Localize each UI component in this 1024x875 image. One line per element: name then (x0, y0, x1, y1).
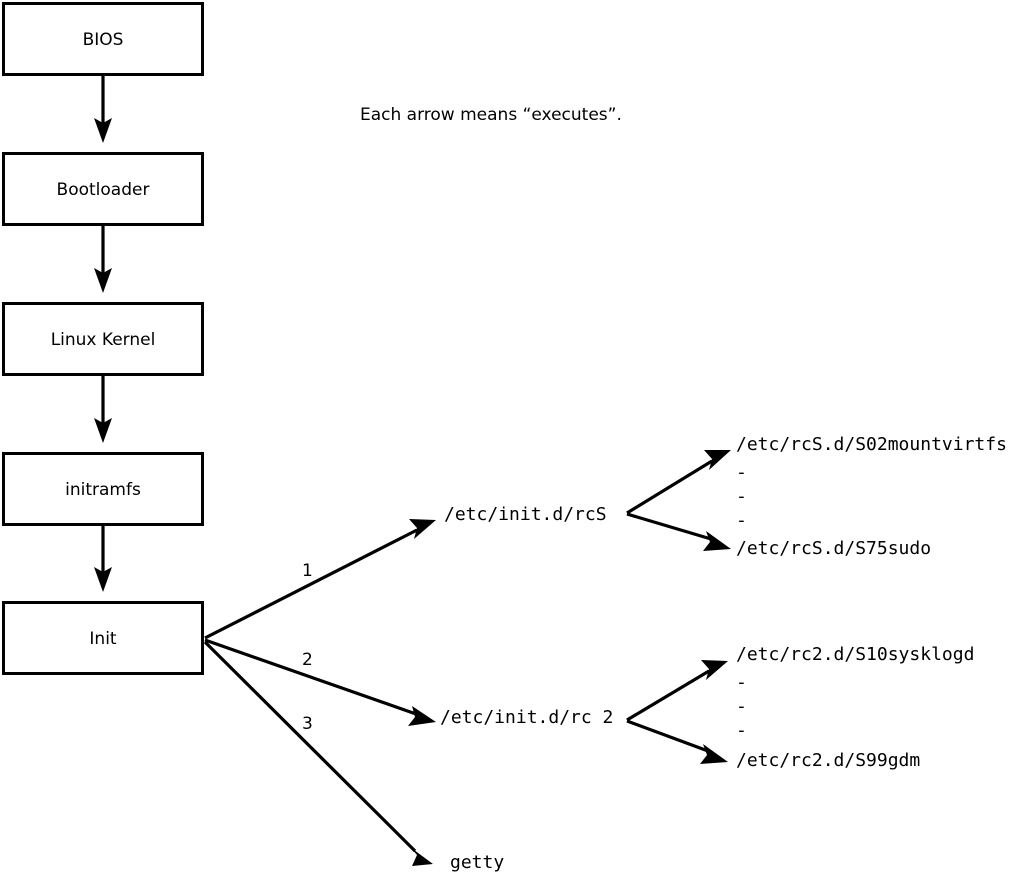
node-bootloader-rect[interactable] (2, 152, 204, 226)
edge-kernel-to-initramfs (94, 376, 112, 443)
edge-rc2-to-first-script (626, 660, 728, 722)
arrow-head-icon (410, 847, 433, 866)
node-rcs-last-script[interactable]: /etc/rcS.d/S75sudo (736, 538, 931, 559)
node-bios-rect[interactable] (2, 2, 204, 76)
node-getty-label[interactable]: getty (450, 852, 504, 873)
node-init-d-rcs-label[interactable]: /etc/init.d/rcS (444, 504, 607, 525)
arrow-head-icon (703, 531, 731, 551)
node-linux-kernel[interactable]: Linux Kernel (2, 302, 204, 376)
arrow-head-icon (94, 118, 112, 143)
edge-initramfs-to-init (94, 526, 112, 592)
node-rcs-first-script[interactable]: /etc/rcS.d/S02mountvirtfs (736, 434, 1007, 455)
rc2-ellipsis-dash: - (736, 672, 747, 693)
arrow-head-icon (701, 660, 728, 680)
node-linux-kernel-rect[interactable] (2, 302, 204, 376)
arrow-head-icon (700, 744, 728, 764)
node-rc2-first-script[interactable]: /etc/rc2.d/S10sysklogd (736, 644, 974, 665)
edge-init-to-getty: 3 (203, 640, 433, 866)
arrow-head-icon (94, 418, 112, 443)
edge-label-3: 3 (302, 714, 313, 734)
node-bios-label: BIOS (83, 30, 124, 50)
edge-rc2-to-last-script (626, 719, 728, 764)
rc2-ellipsis-dash: - (736, 696, 747, 717)
arrow-head-icon (94, 567, 112, 592)
edge-bootloader-to-kernel (94, 226, 112, 293)
node-bios[interactable]: BIOS (2, 2, 204, 76)
arrow-head-icon (94, 268, 112, 293)
arrow-head-icon (408, 706, 436, 726)
diagram-note: Each arrow means “executes”. (360, 105, 622, 125)
rcs-ellipsis-dash: - (736, 510, 747, 531)
node-initramfs-label: initramfs (65, 480, 141, 500)
edge-rcs-to-first-script (626, 450, 731, 515)
node-init-rect[interactable] (2, 601, 204, 675)
edge-label-1: 1 (302, 561, 313, 581)
node-bootloader[interactable]: Bootloader (2, 152, 204, 226)
edge-init-to-rc2: 2 (204, 638, 436, 726)
node-initramfs-rect[interactable] (2, 452, 204, 526)
edge-init-to-rcs: 1 (204, 519, 436, 640)
node-initramfs[interactable]: initramfs (2, 452, 204, 526)
node-rc2-last-script[interactable]: /etc/rc2.d/S99gdm (736, 750, 920, 771)
arrow-head-icon (704, 450, 731, 470)
edge-bios-to-bootloader (94, 76, 112, 143)
node-bootloader-label: Bootloader (57, 180, 150, 200)
rcs-ellipsis-dash: - (736, 462, 747, 483)
rcs-ellipsis-dash: - (736, 486, 747, 507)
node-init[interactable]: Init (2, 601, 204, 675)
rc2-ellipsis-dash: - (736, 720, 747, 741)
arrow-head-icon (409, 519, 436, 539)
edge-rcs-to-last-script (626, 512, 731, 551)
node-init-d-rc2-label[interactable]: /etc/init.d/rc 2 (440, 707, 613, 728)
edge-label-2: 2 (302, 650, 313, 670)
node-linux-kernel-label: Linux Kernel (51, 330, 156, 350)
node-init-label: Init (89, 629, 117, 649)
